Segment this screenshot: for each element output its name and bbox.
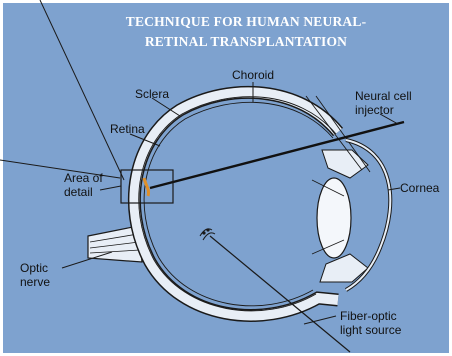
label-retina: Retina	[110, 122, 145, 136]
label-fiber-optic-1: Fiber-optic	[340, 309, 397, 323]
label-optic-nerve-2: nerve	[20, 275, 50, 289]
label-fiber-optic-2: light source	[340, 323, 402, 337]
label-area-of-detail-1: Area of	[64, 171, 103, 185]
label-neural-cell-injector-1: Neural cell	[355, 89, 412, 103]
label-sclera: Sclera	[135, 87, 169, 101]
label-choroid: Choroid	[232, 68, 274, 82]
label-cornea: Cornea	[400, 181, 440, 195]
title-line-2: RETINAL TRANSPLANTATION	[145, 34, 347, 49]
label-neural-cell-injector-2: injector	[355, 103, 394, 117]
title-line-1: TECHNIQUE FOR HUMAN NEURAL-	[126, 14, 367, 29]
label-optic-nerve-1: Optic	[20, 261, 48, 275]
label-area-of-detail-2: detail	[64, 185, 93, 199]
lens	[317, 178, 351, 258]
